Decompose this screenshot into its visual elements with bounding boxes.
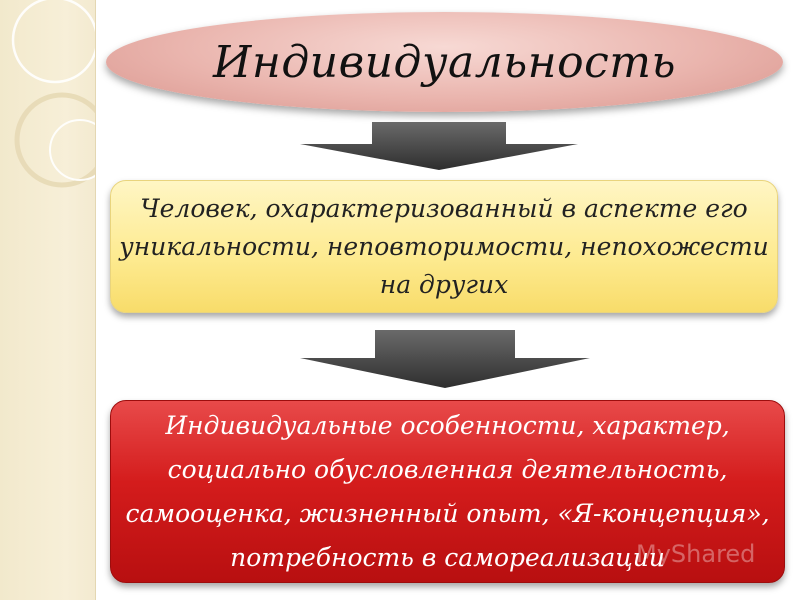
definition-line: на других <box>379 269 509 299</box>
features-line: социально обусловленная деятельность, <box>167 454 728 484</box>
decorative-circles <box>11 0 95 188</box>
features-text: Индивидуальные особенности, характер, со… <box>125 404 769 580</box>
features-box: Индивидуальные особенности, характер, со… <box>110 400 785 583</box>
features-line: самооценка, жизненный опыт, «Я-концепция… <box>125 498 770 528</box>
definition-box: Человек, охарактеризованный в аспекте ег… <box>110 180 778 313</box>
title-oval: Индивидуальность <box>106 12 783 112</box>
decorative-side-band <box>0 0 96 600</box>
definition-line: Человек, охарактеризованный в аспекте ег… <box>140 193 748 223</box>
watermark: MyShared <box>636 540 756 568</box>
definition-line: уникальности, неповторимости, непохожест… <box>119 231 769 261</box>
definition-text: Человек, охарактеризованный в аспекте ег… <box>119 190 769 304</box>
down-arrow-icon <box>300 122 578 170</box>
features-line: Индивидуальные особенности, характер, <box>165 410 730 440</box>
down-arrow-icon <box>300 330 590 388</box>
features-line: потребность в самореализации <box>230 542 665 572</box>
diagram-title: Индивидуальность <box>213 36 676 88</box>
